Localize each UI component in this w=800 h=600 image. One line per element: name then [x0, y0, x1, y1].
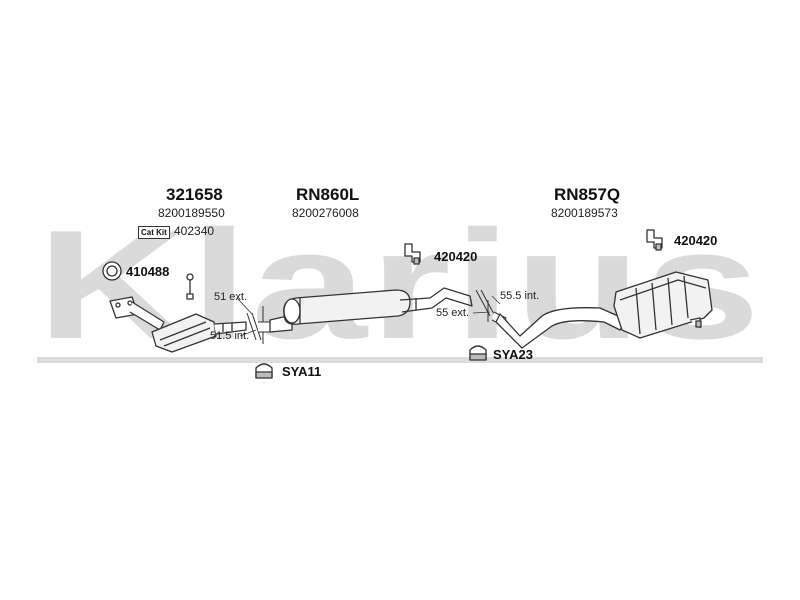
- front-ext-dimension: 51 ext.: [214, 291, 248, 303]
- gasket-number: 410488: [126, 264, 170, 279]
- rear-int-dimension: 55.5 int.: [500, 290, 540, 302]
- rear-pipe: [495, 307, 627, 349]
- rear-ext-dimension: 55 ext.: [436, 307, 470, 319]
- front-pipe-with-catalyst: [109, 296, 247, 353]
- cat-kit-badge: Cat Kit: [138, 226, 170, 239]
- middle-silencer: [269, 287, 473, 333]
- gasket-icon: [102, 261, 122, 281]
- front-int-dimension: 51.5 int.: [210, 330, 250, 342]
- middle-oem-number: 8200276008: [292, 206, 359, 220]
- clamp-rear-number: SYA23: [493, 347, 533, 362]
- clamp-rear-icon: [469, 345, 487, 361]
- clamp-front-number: SYA11: [282, 364, 322, 379]
- rear-oem-number: 8200189573: [551, 206, 618, 220]
- bracket-rear-icon: [646, 229, 663, 251]
- bracket-rear-number: 420420: [674, 233, 718, 248]
- oxygen-sensor-icon: [186, 273, 194, 300]
- rear-silencer: [613, 271, 713, 339]
- bracket-mid-number: 420420: [434, 249, 478, 264]
- rear-part-number: RN857Q: [554, 185, 621, 204]
- front-joint-marks: [246, 306, 271, 344]
- bracket-mid-icon: [404, 243, 421, 265]
- cat-kit-number: 402340: [174, 224, 215, 238]
- middle-part-number: RN860L: [296, 185, 360, 204]
- front-oem-number: 8200189550: [158, 206, 225, 220]
- front-part-number: 321658: [166, 185, 223, 204]
- clamp-front-icon: [255, 363, 273, 379]
